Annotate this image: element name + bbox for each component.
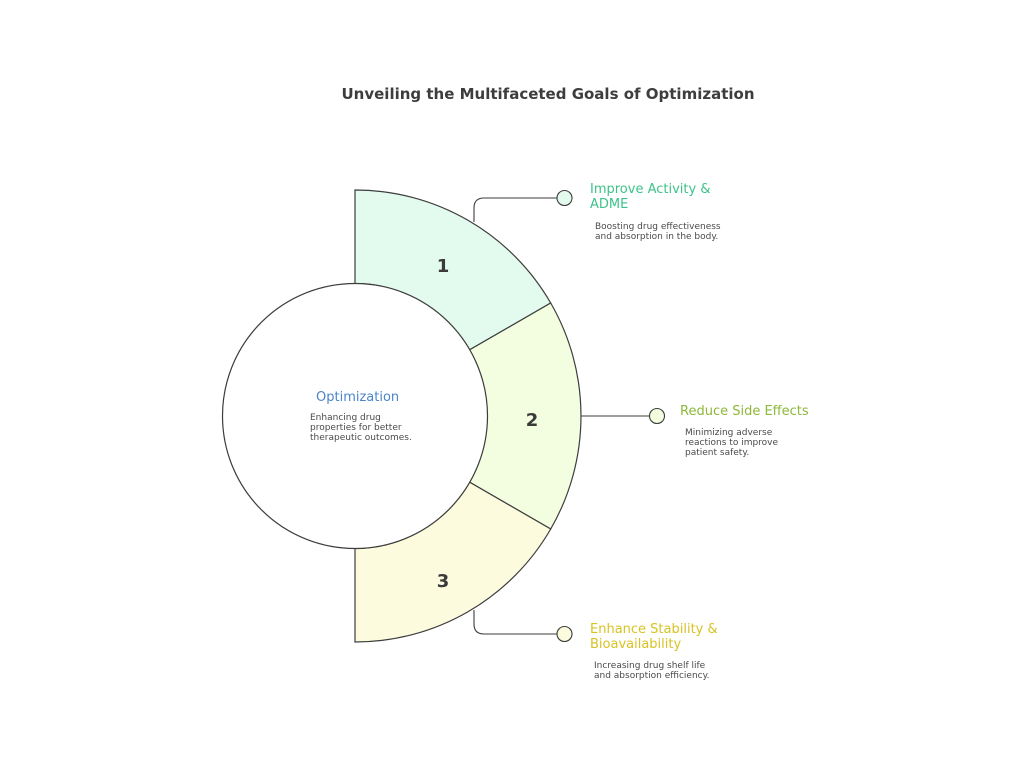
label-1-description-line: Boosting drug effectiveness — [595, 222, 721, 232]
label-1-heading-line: Improve Activity & — [590, 182, 710, 197]
label-1-description: Boosting drug effectiveness and absorpti… — [595, 222, 723, 242]
center-description-line: Enhancing drug — [310, 413, 381, 423]
label-2-heading-line: Reduce Side Effects — [680, 404, 809, 419]
center-circle — [221, 282, 489, 550]
label-2-description-line: Minimizing adverse — [685, 428, 773, 438]
label-3-description-line: Increasing drug shelf life — [594, 661, 706, 671]
label-3-description-line: and absorption efficiency. — [594, 671, 710, 681]
connector-1-dot — [556, 189, 573, 207]
connector-3-dot — [556, 625, 573, 643]
label-1-heading-line: ADME — [590, 197, 628, 212]
label-3-heading-line: Bioavailability — [590, 637, 681, 652]
center-circle-group: Optimization Enhancing drug properties f… — [221, 282, 489, 550]
label-3-heading-line: Enhance Stability & — [590, 622, 718, 637]
connector-3-line — [473, 610, 557, 635]
label-2-description: Minimizing adverse reactions to improve … — [685, 428, 781, 458]
label-1: Improve Activity & ADME Boosting drug ef… — [590, 182, 723, 242]
center-title: Optimization — [316, 390, 399, 405]
label-1-description-line: and absorption in the body. — [595, 232, 718, 242]
page-title: Unveiling the Multifaceted Goals of Opti… — [342, 85, 755, 103]
segment-2-number: 2 — [526, 410, 539, 431]
label-2-heading: Reduce Side Effects — [680, 404, 809, 419]
segment-3-number: 3 — [437, 571, 450, 592]
label-1-heading: Improve Activity & ADME — [590, 182, 715, 212]
center-description-line: properties for better — [310, 423, 402, 433]
label-2: Reduce Side Effects Minimizing adverse r… — [680, 404, 809, 458]
label-3: Enhance Stability & Bioavailability Incr… — [590, 622, 722, 681]
connector-2 — [581, 407, 666, 425]
center-description-line: therapeutic outcomes. — [310, 433, 412, 443]
segment-1-number: 1 — [437, 256, 450, 277]
connector-3 — [473, 610, 573, 643]
connector-2-dot — [648, 407, 666, 425]
label-3-heading: Enhance Stability & Bioavailability — [590, 622, 722, 652]
center-description: Enhancing drug properties for better the… — [310, 413, 412, 443]
connector-1 — [473, 189, 573, 222]
label-2-description-line: patient safety. — [685, 448, 749, 458]
connector-1-line — [473, 197, 557, 222]
label-3-description: Increasing drug shelf life and absorptio… — [594, 661, 710, 681]
label-2-description-line: reactions to improve — [685, 438, 779, 448]
